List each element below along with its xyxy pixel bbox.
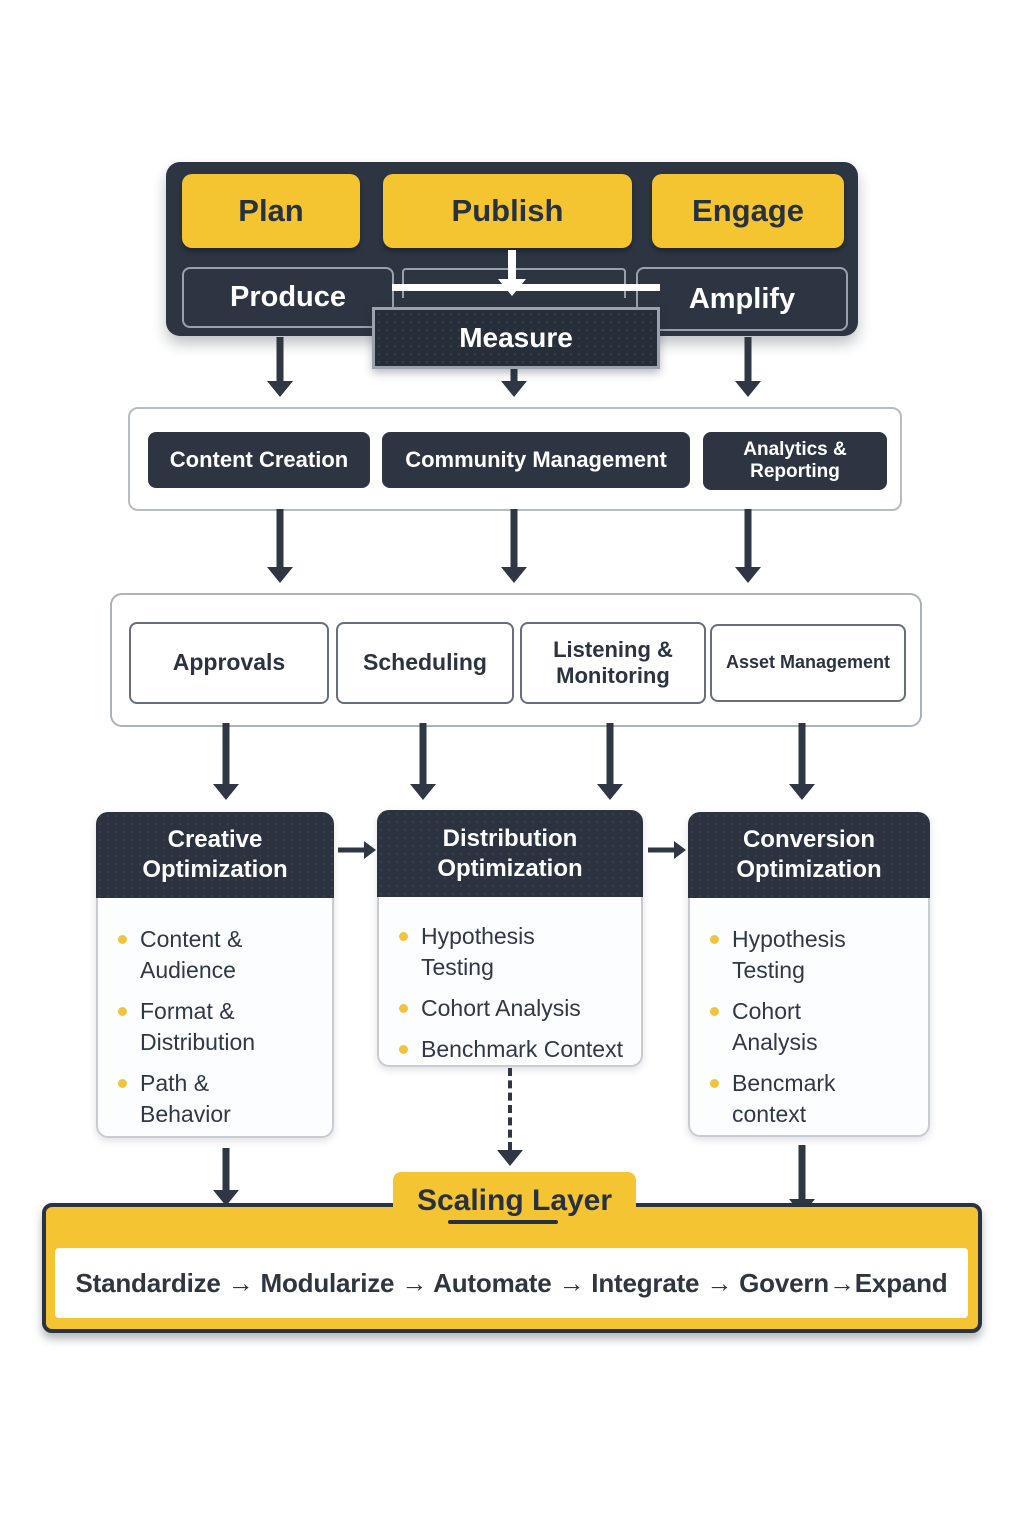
stage-plan: Plan <box>182 174 360 248</box>
bullet-dot-icon <box>710 1007 719 1017</box>
scaling-flow-text: Standardize → Modularize → Automate → In… <box>75 1267 948 1298</box>
card-title: Conversion Optimization <box>736 826 882 883</box>
down-arrow-icon <box>499 366 529 397</box>
bullet-text: Hypothesis Testing <box>421 923 535 981</box>
card-conversion-optimization: Conversion Optimization Hypothesis Testi… <box>688 812 930 1137</box>
down-arrow-icon <box>265 337 295 397</box>
bullet-dot-icon <box>118 935 127 944</box>
scaling-layer-tab <box>393 1172 636 1210</box>
list-item: Hypothesis Testing <box>710 924 920 986</box>
stage-measure: Measure <box>372 307 660 369</box>
bullet-dot-icon <box>399 932 408 941</box>
capability-label: Listening & Monitoring <box>553 636 673 688</box>
list-item: Bencmark context <box>710 1068 920 1130</box>
bullet-dot-icon <box>399 1004 408 1014</box>
bullet-dot-icon <box>399 1045 408 1055</box>
bullet-text: Format & Distribution <box>140 998 256 1056</box>
stage-produce-label: Produce <box>229 281 347 313</box>
list-item: Cohort Analysis <box>710 996 920 1058</box>
down-arrow-icon <box>211 723 241 800</box>
stage-produce: Produce <box>182 267 394 328</box>
stage-publish: Publish <box>383 174 632 248</box>
bullet-dot-icon <box>710 1079 719 1089</box>
bullet-dot-icon <box>118 1079 127 1089</box>
down-arrow-icon <box>408 723 438 800</box>
card-distribution-optimization: Distribution Optimization Hypothesis Tes… <box>377 810 643 1067</box>
function-label: Community Management <box>405 447 667 473</box>
capability-label: Approvals <box>172 649 286 676</box>
list-item: Content & Audience <box>118 924 324 986</box>
capability-approvals: Approvals <box>129 622 329 704</box>
bullet-text: Path & Behavior <box>140 1070 231 1128</box>
bullet-text: Cohort Analysis <box>732 998 818 1056</box>
down-arrow-icon <box>211 1148 241 1206</box>
list-item: Format & Distribution <box>118 996 324 1058</box>
function-label: Analytics & Reporting <box>743 439 847 482</box>
down-arrow-icon <box>595 723 625 800</box>
bullet-dot-icon <box>118 1007 127 1017</box>
right-arrow-icon <box>338 841 376 859</box>
bullet-text: Hypothesis Testing <box>732 926 846 984</box>
stage-amplify-label: Amplify <box>688 282 796 315</box>
bullet-text: Cohort Analysis <box>421 995 581 1022</box>
function-content-creation: Content Creation <box>148 432 370 488</box>
connector-line <box>392 284 660 291</box>
card-title: Creative Optimization <box>142 826 288 883</box>
function-label: Content Creation <box>169 447 349 473</box>
stage-plan-label: Plan <box>238 193 304 228</box>
list-item: Benchmark Context <box>399 1034 633 1065</box>
bullet-text: Bencmark context <box>732 1070 836 1128</box>
down-arrow-icon <box>497 1150 523 1166</box>
list-item: Cohort Analysis <box>399 993 633 1024</box>
stage-measure-label: Measure <box>459 322 573 353</box>
scaling-layer-title: Scaling Layer <box>416 1184 613 1217</box>
scaling-flow-box: Standardize → Modularize → Automate → In… <box>55 1248 968 1318</box>
bullet-text: Content & Audience <box>140 926 243 984</box>
right-arrow-icon <box>648 841 686 859</box>
dashed-connector <box>508 1068 512 1150</box>
down-arrow-icon <box>787 723 817 800</box>
down-arrow-icon <box>733 509 763 583</box>
list-item: Hypothesis Testing <box>399 921 633 983</box>
capability-asset-management: Asset Management <box>710 624 906 702</box>
function-analytics-reporting: Analytics & Reporting <box>703 432 887 490</box>
stage-amplify: Amplify <box>636 267 848 331</box>
stage-engage: Engage <box>652 174 844 248</box>
card-title: Distribution Optimization <box>437 824 583 882</box>
stage-publish-label: Publish <box>451 193 564 228</box>
down-arrow-icon <box>265 509 295 583</box>
top-stage-band: Plan Publish Engage Produce Amplify <box>166 162 858 336</box>
down-arrow-icon <box>499 509 529 583</box>
capability-label: Scheduling <box>363 649 487 676</box>
function-community-management: Community Management <box>382 432 690 488</box>
list-item: Path & Behavior <box>118 1068 324 1130</box>
capabilities-row-frame: Approvals Scheduling Listening & Monitor… <box>110 593 922 727</box>
down-arrow-icon <box>497 250 527 296</box>
capability-scheduling: Scheduling <box>336 622 514 704</box>
bullet-text: Benchmark Context <box>421 1036 623 1063</box>
card-creative-optimization: Creative Optimization Content & Audience… <box>96 812 334 1138</box>
capability-listening-monitoring: Listening & Monitoring <box>520 622 706 704</box>
capability-label: Asset Management <box>725 652 891 673</box>
down-arrow-icon <box>733 337 763 397</box>
title-underline <box>448 1220 558 1224</box>
bullet-dot-icon <box>710 935 719 944</box>
stage-engage-label: Engage <box>692 193 804 228</box>
functions-row-frame: Content Creation Community Management An… <box>128 407 902 511</box>
